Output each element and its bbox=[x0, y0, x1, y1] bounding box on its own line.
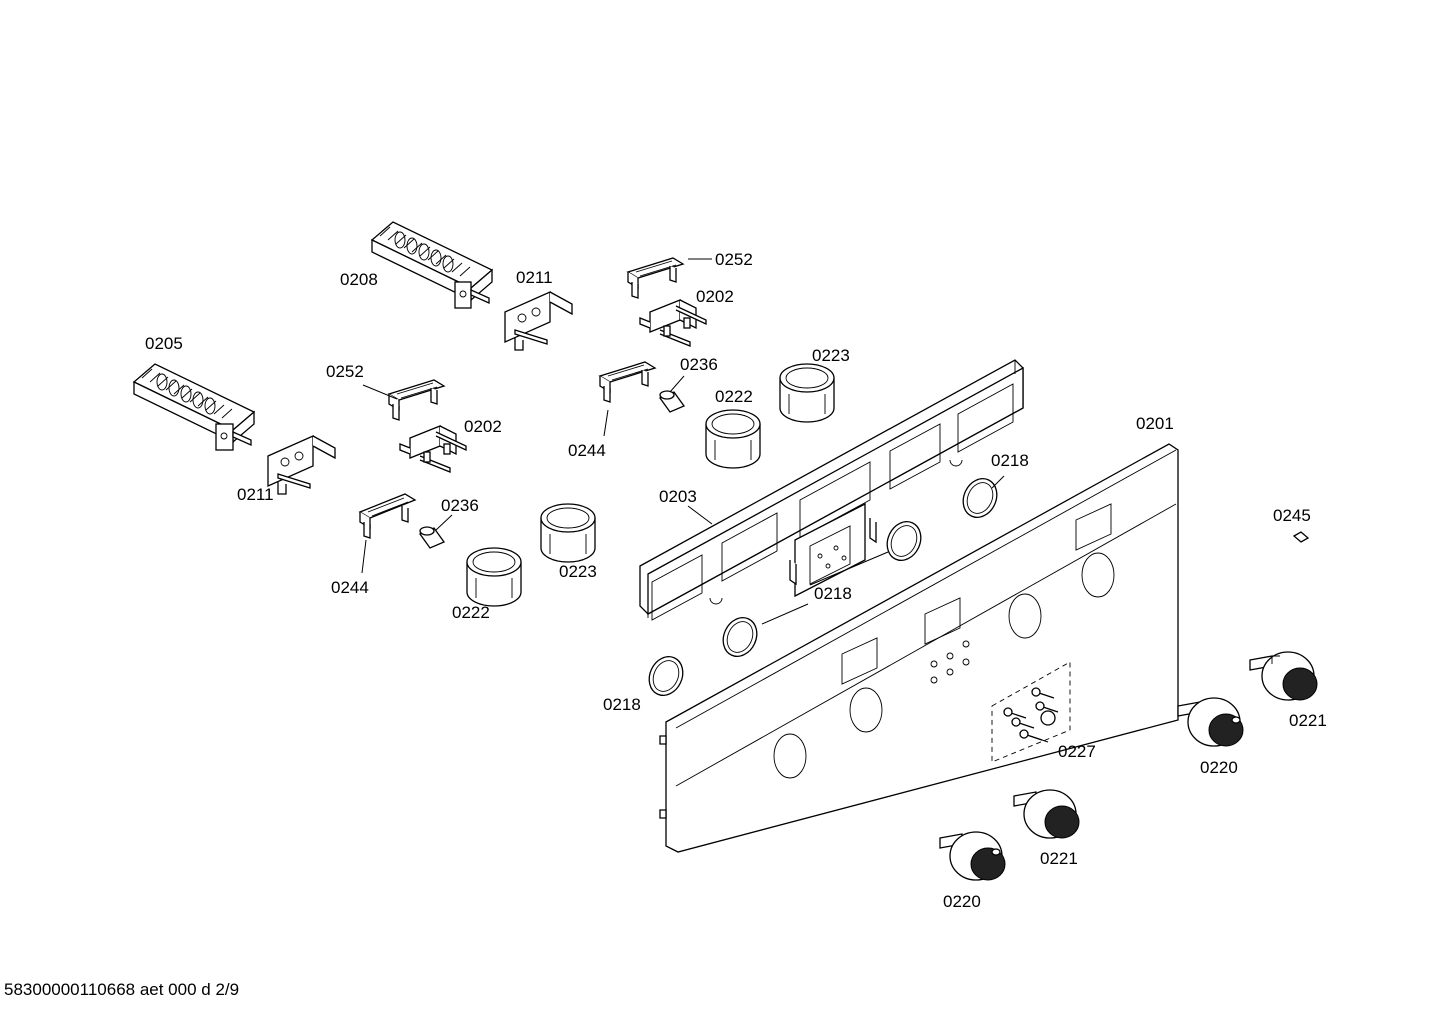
knob-holder-0222-upper bbox=[705, 409, 761, 469]
label-0211-lower: 0211 bbox=[237, 485, 274, 504]
selector-switch-0208 bbox=[370, 221, 494, 309]
knob-0221-left bbox=[1013, 789, 1080, 839]
lamp-0236-lower bbox=[419, 526, 445, 549]
label-0218-c: 0218 bbox=[603, 695, 641, 714]
clip-0252-lower bbox=[387, 379, 446, 421]
knob-holder-0222-lower bbox=[466, 547, 522, 607]
clip-0244-upper bbox=[598, 361, 657, 403]
label-0223-upper: 0223 bbox=[812, 346, 850, 365]
drawing-number-footer: 58300000110668 aet 000 d 2/9 bbox=[4, 980, 240, 999]
frame-0203 bbox=[639, 359, 1024, 621]
label-0205: 0205 bbox=[145, 334, 183, 353]
label-0236-lower: 0236 bbox=[441, 496, 479, 515]
clip-0244-lower bbox=[358, 493, 417, 539]
ring-0218-b bbox=[886, 521, 922, 561]
ring-0218-c bbox=[722, 617, 758, 657]
label-0202-upper: 0202 bbox=[696, 287, 734, 306]
label-0252-upper: 0252 bbox=[715, 250, 753, 269]
panel-0201 bbox=[659, 443, 1179, 853]
label-0222-lower: 0222 bbox=[452, 603, 490, 622]
knob-0220-right bbox=[1177, 697, 1244, 747]
knob-holder-0223-upper bbox=[779, 363, 835, 423]
label-0220-left: 0220 bbox=[943, 892, 981, 911]
label-0220-right: 0220 bbox=[1200, 758, 1238, 777]
ring-0218-d bbox=[648, 656, 684, 696]
label-0244-lower: 0244 bbox=[331, 578, 369, 597]
lamp-0236-upper bbox=[659, 390, 685, 413]
label-0208: 0208 bbox=[340, 270, 378, 289]
label-0201: 0201 bbox=[1136, 414, 1174, 433]
label-0221-left: 0221 bbox=[1040, 849, 1078, 868]
label-0211-upper: 0211 bbox=[516, 268, 553, 287]
leader-lines bbox=[361, 258, 1049, 743]
label-0202-lower: 0202 bbox=[464, 417, 502, 436]
label-0236-upper: 0236 bbox=[680, 355, 718, 374]
bracket-0211-upper bbox=[504, 290, 573, 351]
label-0222-upper: 0222 bbox=[715, 387, 753, 406]
label-0218-b: 0218 bbox=[814, 584, 852, 603]
knob-0220-left bbox=[939, 831, 1006, 881]
bracket-0211-lower bbox=[267, 434, 336, 495]
ring-0218-a bbox=[962, 478, 998, 518]
label-0221-right: 0221 bbox=[1289, 711, 1327, 730]
label-0227: 0227 bbox=[1058, 742, 1096, 761]
label-0245: 0245 bbox=[1273, 506, 1311, 525]
clip-0252-upper bbox=[626, 257, 685, 299]
connector-0202-upper bbox=[639, 299, 707, 347]
part-labels: 0208 0211 0252 0202 0205 0252 0202 0211 … bbox=[145, 250, 1327, 911]
label-0218-a: 0218 bbox=[991, 451, 1029, 470]
label-0252-lower: 0252 bbox=[326, 362, 364, 381]
knob-holder-0223-lower bbox=[540, 503, 596, 563]
label-0244-upper: 0244 bbox=[568, 441, 606, 460]
connector-0202-lower bbox=[399, 425, 467, 473]
label-0203: 0203 bbox=[659, 487, 697, 506]
part-0245 bbox=[1292, 531, 1310, 543]
selector-switch-0205 bbox=[132, 363, 256, 451]
knob-0221-right bbox=[1249, 651, 1318, 701]
label-0223-lower: 0223 bbox=[559, 562, 597, 581]
light-pipes-0227 bbox=[991, 661, 1071, 763]
